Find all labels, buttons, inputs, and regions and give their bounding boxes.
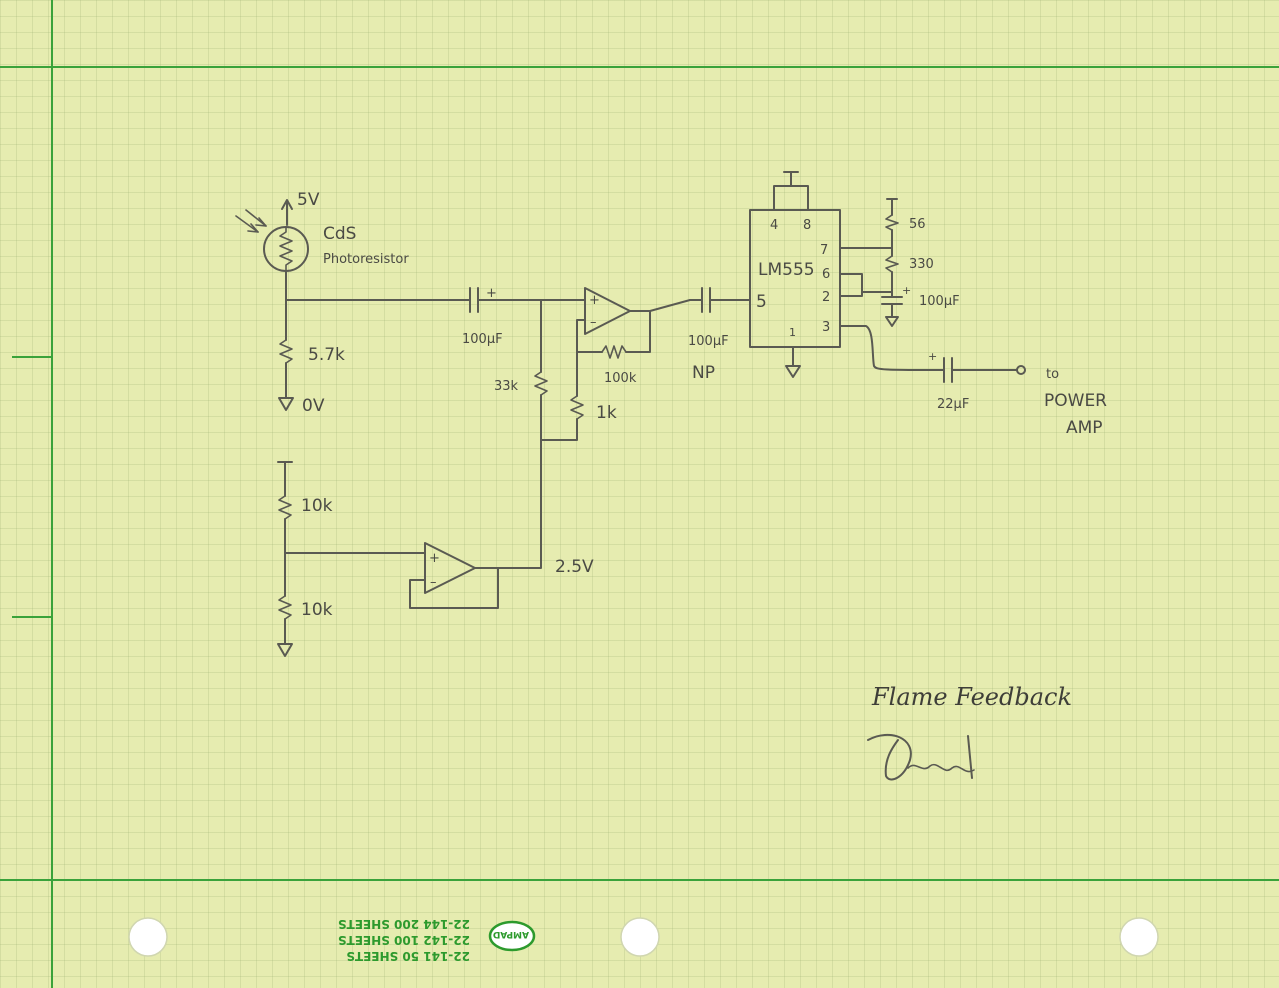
output-capacitor-label: 22μF — [937, 397, 969, 412]
output-label-to: to — [1046, 367, 1059, 382]
svg-text:+: + — [928, 350, 937, 363]
binder-holes — [128, 917, 1159, 957]
pad-print: 22-141 50 SHEETS 22-142 100 SHEETS 22-14… — [338, 917, 536, 963]
svg-text:+: + — [902, 284, 911, 297]
sensor-name: CdS — [323, 224, 356, 244]
svg-text:5: 5 — [756, 292, 767, 312]
resistor-56-label: 56 — [909, 217, 926, 232]
coupling-capacitor-type: NP — [692, 363, 715, 383]
coupling-capacitor-label: 100μF — [688, 334, 729, 349]
ampad-logo — [488, 920, 536, 952]
light-arrow-icon — [235, 215, 259, 233]
feedback-resistor-label: 100k — [604, 371, 637, 386]
timer-name: LM555 — [758, 260, 815, 280]
photoresistor-section: 5V CdS Photoresistor 5.7k 0V — [235, 190, 409, 416]
supply-label: 5V — [297, 190, 320, 210]
svg-text:8: 8 — [803, 218, 811, 233]
ground-icon — [885, 316, 899, 327]
resistor-5-7k-label: 5.7k — [308, 345, 345, 365]
ref-top-resistor-label: 10k — [301, 496, 333, 516]
svg-text:6: 6 — [822, 267, 830, 282]
pad-line-1: 22-141 50 SHEETS — [346, 949, 470, 963]
timing-network: 56 330 + 100μF — [839, 198, 960, 327]
ground-label: 0V — [302, 396, 325, 416]
opamp-amplifier: + – 100k 1k — [540, 287, 691, 441]
drawing-title: Flame Feedback — [871, 683, 1072, 711]
svg-text:+: + — [429, 551, 440, 566]
output-label-power: POWER — [1044, 391, 1107, 411]
reference-divider: 10k 10k — [277, 461, 426, 657]
ground-icon — [785, 365, 801, 378]
ref-bottom-resistor-label: 10k — [301, 600, 333, 620]
bias-resistor: 33k — [494, 299, 548, 561]
pad-line-3: 22-144 200 SHEETS — [338, 917, 470, 931]
signature — [867, 733, 975, 781]
coupling-capacitor: 100μF NP — [688, 287, 751, 383]
output-terminal — [1016, 365, 1026, 375]
svg-text:3: 3 — [822, 320, 830, 335]
ground-icon — [277, 643, 293, 657]
svg-text:7: 7 — [820, 243, 828, 258]
ground-icon — [278, 397, 294, 411]
reference-voltage-label: 2.5V — [555, 557, 594, 577]
svg-text:1: 1 — [789, 326, 796, 339]
input-capacitor-label: 100μF — [462, 332, 503, 347]
pad-line-2: 22-142 100 SHEETS — [338, 933, 470, 947]
lm555-timer: LM555 4 8 7 6 2 3 5 1 — [749, 171, 841, 378]
bias-resistor-label: 33k — [494, 379, 519, 394]
sensor-desc: Photoresistor — [323, 252, 409, 267]
svg-text:4: 4 — [770, 218, 778, 233]
svg-text:2: 2 — [822, 290, 830, 305]
opamp-buffer: + – 2.5V — [409, 542, 594, 609]
input-capacitor: + 100μF — [462, 286, 586, 347]
gain-resistor-label: 1k — [596, 403, 617, 423]
svg-text:–: – — [430, 575, 437, 590]
resistor-330-label: 330 — [909, 257, 934, 272]
output-label-amp: AMP — [1066, 418, 1103, 438]
svg-text:+: + — [589, 293, 600, 308]
pad-brand: AMPAD — [493, 929, 529, 939]
output-section: + 22μF to POWER AMP — [839, 325, 1107, 438]
svg-text:–: – — [590, 315, 597, 330]
svg-text:+: + — [486, 286, 497, 301]
timing-capacitor-label: 100μF — [919, 294, 960, 309]
